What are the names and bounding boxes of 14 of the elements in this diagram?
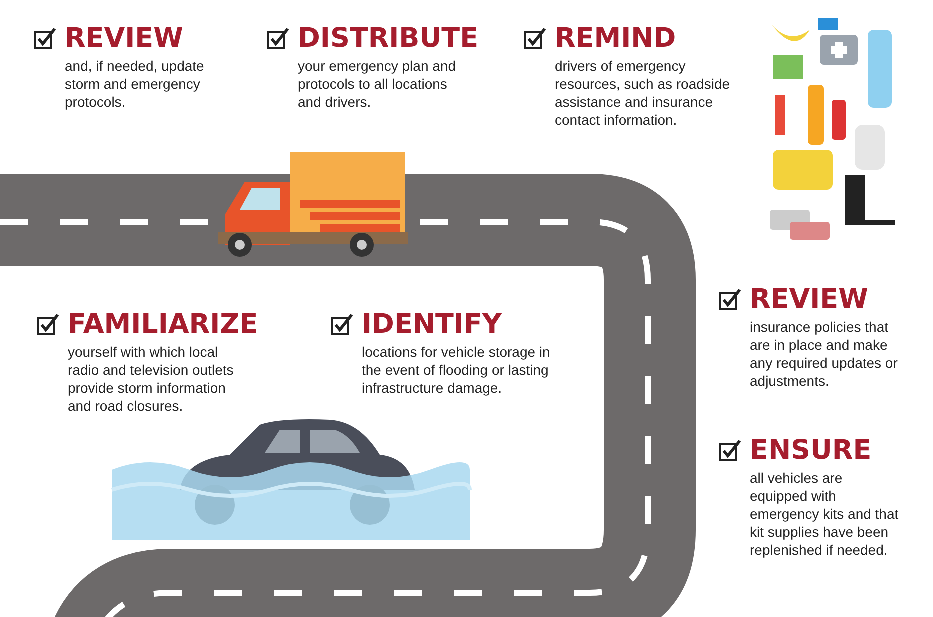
step-description: locations for vehicle storage in the event of flooding or lasting infrastructure damage. (362, 343, 552, 397)
step-heading: REVIEW (750, 285, 868, 315)
step-heading: REMIND (555, 24, 676, 54)
step-heading: ENSURE (750, 436, 872, 466)
step-heading: FAMILIARIZE (68, 310, 258, 340)
step-description: all vehicles are equipped with emergency kits and that kit supplies have been replenished if needed. (750, 469, 900, 559)
step-heading: REVIEW (65, 24, 184, 54)
step-heading: DISTRIBUTE (298, 24, 479, 54)
step-description: drivers of emergency resources, such as roadside assistance and insurance contact information. (555, 57, 732, 129)
step-description: insurance policies that are in place and make any required updates or adjustments. (750, 318, 899, 390)
step-heading: IDENTIFY (362, 310, 502, 340)
step-description: and, if needed, update storm and emergency protocols. (65, 57, 206, 111)
step-description: yourself with which local radio and television outlets provide storm information and road closures. (68, 343, 235, 415)
step-description: your emergency plan and protocols to all locations and drivers. (298, 57, 457, 111)
